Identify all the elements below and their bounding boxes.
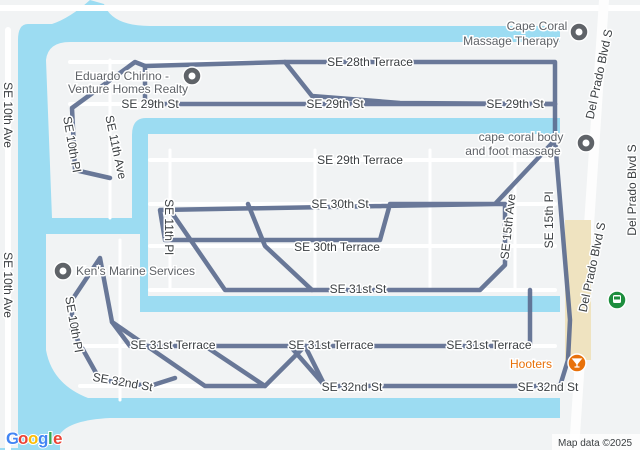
svg-text:G: G (6, 429, 19, 448)
poi-name: cape coral body (479, 130, 564, 144)
poi-eduardo-chirino[interactable]: Eduardo Chirino - Venture Homes Realty (66, 66, 202, 98)
peninsula-mid (148, 134, 560, 296)
poi-cape-coral-body[interactable]: cape coral body and foot massage (464, 129, 596, 160)
svg-text:g: g (38, 429, 48, 448)
pin-icon (53, 261, 73, 281)
poi-name: Ken's Marine Services (76, 264, 195, 278)
street-label-se-32nd-st-mid: SE 32nd St (322, 380, 383, 394)
pin-icon (569, 22, 589, 42)
poi-name: Massage Therapy (463, 34, 559, 48)
google-logo: G o o g l e (5, 428, 63, 449)
street-label-se-28th-terrace: SE 28th Terrace (327, 55, 413, 69)
poi-name: and foot massage (465, 144, 561, 158)
poi-kens-marine[interactable]: Ken's Marine Services (53, 261, 197, 281)
street-label-se-11th-pl: SE 11th Pl (162, 199, 176, 255)
poi-name: Cape Coral (507, 19, 568, 33)
attribution[interactable]: Map data ©2025 (552, 434, 640, 450)
svg-text:Map data ©2025: Map data ©2025 (558, 438, 633, 449)
street-label-se-29th-terrace: SE 29th Terrace (317, 153, 403, 167)
street-label-se-10th-ave-top: SE 10th Ave (1, 82, 15, 148)
street-label-del-prado-right: Del Prado Blvd S (625, 144, 639, 235)
peninsula-north (46, 42, 560, 218)
street-label-se-30th-st: SE 30th St (311, 197, 369, 211)
transit-stop[interactable] (607, 290, 627, 310)
street-label-se-30th-terrace: SE 30th Terrace (294, 240, 380, 254)
street-label-se-10th-ave-bottom: SE 10th Ave (1, 252, 15, 318)
street-label-se-29th-st-east: SE 29th St (486, 97, 544, 111)
street-label-se-29th-st-west: SE 29th St (121, 97, 179, 111)
street-label-se-15th-pl: SE 15th Pl (542, 192, 556, 249)
street-label-se-31st-terrace-west: SE 31st Terrace (130, 338, 215, 352)
pin-icon (182, 66, 202, 86)
cocktail-icon (567, 353, 587, 373)
street-label-se-31st-terrace-mid: SE 31st Terrace (288, 338, 373, 352)
poi-cape-coral-massage[interactable]: Cape Coral Massage Therapy (462, 18, 589, 50)
route-path (69, 59, 573, 389)
svg-text:o: o (18, 429, 28, 448)
street-label-se-29th-st-mid: SE 29th St (306, 97, 364, 111)
poi-hooters[interactable]: Hooters (509, 353, 587, 373)
svg-text:o: o (28, 429, 38, 448)
svg-text:e: e (53, 429, 62, 448)
poi-name: Hooters (510, 357, 552, 371)
svg-text:l: l (48, 429, 53, 448)
peninsula-south (46, 234, 560, 398)
pin-icon (576, 133, 596, 153)
street-label-se-31st-st: SE 31st St (330, 282, 387, 296)
street-label-se-32nd-st-east: SE 32nd St (518, 380, 579, 394)
street-label-se-31st-terrace-east: SE 31st Terrace (446, 338, 531, 352)
south-shore (60, 418, 560, 450)
poi-name: Eduardo Chirino - (75, 69, 169, 83)
poi-name: Venture Homes Realty (68, 82, 188, 96)
